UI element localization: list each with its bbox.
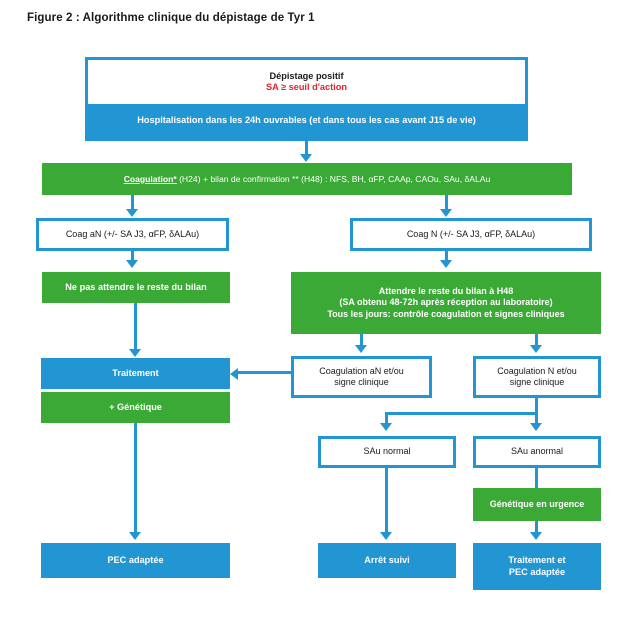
connector-split-horizontal [385,412,538,415]
traitement-pec-line1: Traitement et [508,555,566,565]
coagulation-n-signe-text: Coagulation N et/ou signe clinique [476,366,598,389]
coagulation-n-signe-line1: Coagulation N et/ou [497,365,577,376]
coag-an-box: Coag aN (+/- SA J3, αFP, δALAu) [36,218,229,251]
attendre-box: Attendre le reste du bilan à H48 (SA obt… [291,272,601,334]
coagulation-an-signe-box: Coagulation aN et/ou signe clinique [291,356,432,398]
arrowhead-to-sau-anormal [530,423,542,431]
connector-coagulation-to-coag-an [131,195,134,210]
attendre-line2: (SA obtenu 48-72h après réception au lab… [339,297,553,308]
arret-suivi-label: Arrêt suivi [364,554,410,565]
genetique-urgence-label: Génétique en urgence [489,498,585,509]
arrowhead-to-sau-normal [380,423,392,431]
connector-split-to-sau-anormal [535,412,538,424]
coag-n-box: Coag N (+/- SA J3, αFP, δALAu) [350,218,592,251]
arrowhead-to-coagulation-n-signe [530,345,542,353]
arrowhead-to-coagulation [300,154,312,162]
connector-attendre-to-coagulation-an-signe [360,334,363,346]
sau-normal-label: SAu normal [363,446,411,457]
arrowhead-to-pec-adaptee [129,532,141,540]
hospitalisation-label: Hospitalisation dans les 24h ouvrables (… [137,115,476,126]
depistage-positif-line2: SA ≥ seuil d'action [266,82,347,92]
connector-genetique-urgence-to-traitement-pec [535,521,538,533]
connector-split-to-sau-normal [385,412,388,424]
arrowhead-to-ne-pas-attendre [126,260,138,268]
attendre-line3: Tous les jours: contrôle coagulation et … [327,308,565,319]
genetique-urgence-box: Génétique en urgence [473,488,601,521]
connector-ne-pas-attendre-to-traitement [134,303,137,350]
coagulation-an-signe-text: Coagulation aN et/ou signe clinique [294,366,429,389]
connector-genetique-to-pec [134,423,137,533]
connector-coag-an-to-ne-pas-attendre [131,251,134,261]
coagulation-bilan-text: Coagulation* (H24) + bilan de confirmati… [42,174,572,185]
coagulation-bilan-head: Coagulation* [123,173,177,184]
top-composite-box: Dépistage positif SA ≥ seuil d'action Ho… [85,57,528,141]
arrowhead-to-coagulation-an-signe [355,345,367,353]
coagulation-bilan-box: Coagulation* (H24) + bilan de confirmati… [42,163,572,195]
connector-attendre-to-coagulation-n-signe [535,334,538,346]
genetique-label: + Génétique [109,401,162,412]
arret-suivi-box: Arrêt suivi [318,543,456,578]
hospitalisation-box: Hospitalisation dans les 24h ouvrables (… [88,104,525,138]
ne-pas-attendre-box: Ne pas attendre le reste du bilan [42,272,230,303]
pec-adaptee-box: PEC adaptée [41,543,230,578]
pec-adaptee-label: PEC adaptée [107,554,164,565]
attendre-line1: Attendre le reste du bilan à H48 [378,286,514,297]
figure-title: Figure 2 : Algorithme clinique du dépist… [27,12,315,24]
depistage-positif-text: Dépistage positif SA ≥ seuil d'action [88,71,525,94]
arrowhead-to-traitement-left [230,368,238,380]
coag-an-label: Coag aN (+/- SA J3, αFP, δALAu) [65,228,200,239]
coagulation-n-signe-line2: signe clinique [509,377,565,387]
traitement-pec-line2: PEC adaptée [508,566,566,577]
coag-n-label: Coag N (+/- SA J3, αFP, δALAu) [406,228,536,239]
depistage-positif-box: Dépistage positif SA ≥ seuil d'action [88,60,525,104]
genetique-box: + Génétique [41,392,230,423]
arrowhead-to-attendre [440,260,452,268]
traitement-pec-box: Traitement et PEC adaptée [473,543,601,590]
sau-anormal-box: SAu anormal [473,436,601,468]
traitement-box: Traitement [41,358,230,389]
connector-coagulation-an-signe-to-traitement [238,371,291,374]
connector-hospitalisation-to-coagulation [305,141,308,155]
ne-pas-attendre-label: Ne pas attendre le reste du bilan [65,281,207,292]
connector-sau-normal-to-arret-suivi [385,468,388,533]
arrowhead-to-arret-suivi [380,532,392,540]
connector-coagulation-n-signe-down [535,398,538,412]
coagulation-an-signe-line1: Coagulation aN et/ou [319,365,404,376]
connector-coagulation-to-coag-n [445,195,448,210]
sau-normal-box: SAu normal [318,436,456,468]
traitement-label: Traitement [112,367,159,378]
coagulation-an-signe-line2: signe clinique [334,377,389,387]
arrowhead-to-traitement [129,349,141,357]
connector-coag-n-to-attendre [445,251,448,261]
coagulation-n-signe-box: Coagulation N et/ou signe clinique [473,356,601,398]
depistage-positif-line1: Dépistage positif [269,70,344,81]
arrowhead-to-coag-an [126,209,138,217]
sau-anormal-label: SAu anormal [510,446,564,457]
attendre-text: Attendre le reste du bilan à H48 (SA obt… [291,286,601,320]
coagulation-bilan-rest: (H24) + bilan de confirmation ** (H48) :… [176,173,491,184]
arrowhead-to-traitement-pec [530,532,542,540]
connector-sau-anormal-to-genetique-urgence [535,468,538,488]
arrowhead-to-coag-n [440,209,452,217]
traitement-pec-text: Traitement et PEC adaptée [473,555,601,578]
